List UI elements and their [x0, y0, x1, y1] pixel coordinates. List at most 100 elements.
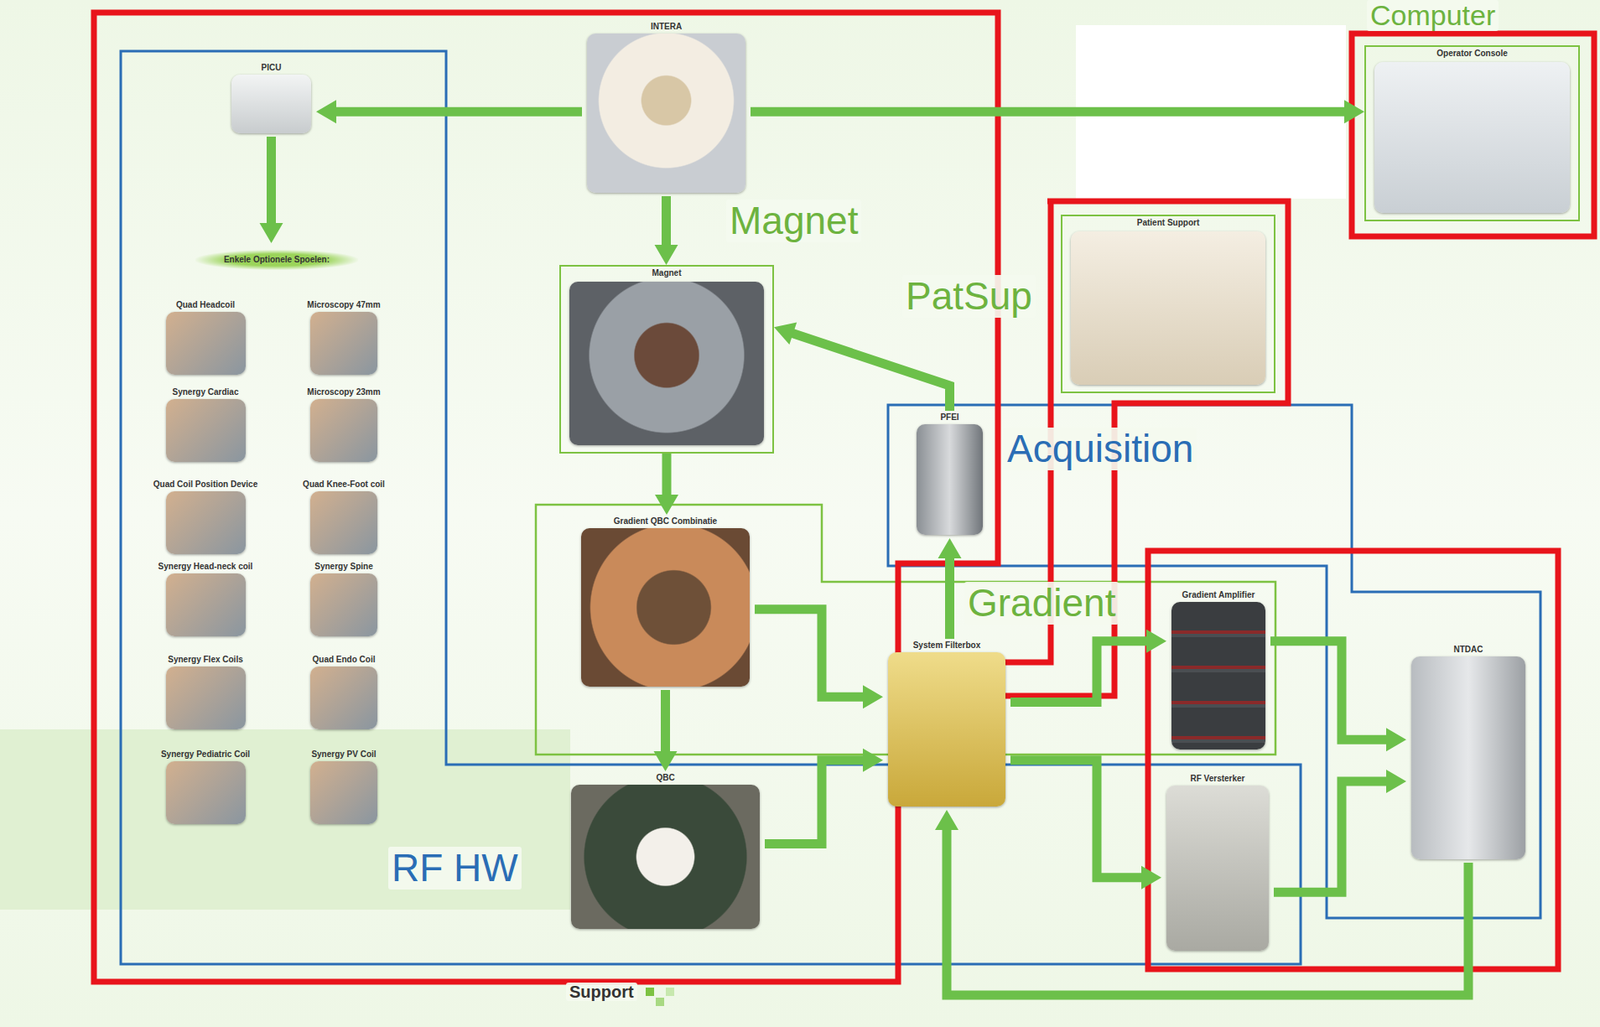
- device-photo: [1166, 785, 1269, 951]
- node-caption: System Filterbox: [913, 638, 982, 651]
- node-caption: PFEI: [940, 410, 959, 423]
- device-photo: [310, 761, 378, 825]
- pfei-cabinet: PFEI: [911, 410, 988, 539]
- red-group-outline: [1351, 33, 1595, 237]
- arrow-head: [654, 494, 679, 515]
- flow-arrow: [1010, 629, 1167, 703]
- device-photo: [581, 528, 750, 687]
- node-caption: QBC: [655, 771, 675, 784]
- device-photo: [569, 281, 764, 446]
- node-caption: RF Versterker: [1189, 772, 1245, 785]
- arrow-head: [259, 223, 284, 244]
- node-caption: Quad Headcoil: [176, 298, 235, 311]
- arrow-head: [774, 322, 797, 346]
- support-pattern: [655, 997, 665, 1007]
- device-photo: [1171, 602, 1266, 750]
- node-caption: PICU: [261, 61, 282, 73]
- device-photo: [166, 573, 246, 637]
- arrow-line: [662, 453, 672, 499]
- node-caption: Quad Coil Position Device: [153, 477, 258, 490]
- coil-tile: Quad Headcoil: [146, 298, 265, 379]
- node-caption: Synergy Cardiac: [172, 385, 239, 398]
- arrow-head: [935, 810, 959, 831]
- group-label: Gradient: [964, 581, 1119, 625]
- coil-tile: Synergy Head-neck coil: [146, 560, 265, 640]
- arrow-line: [1010, 760, 1145, 878]
- group-label: RF HW: [388, 846, 522, 890]
- coil-tile: Microscopy 47mm: [285, 298, 403, 379]
- arrow-line: [789, 332, 951, 411]
- arrow-line: [332, 107, 582, 117]
- arrow-line: [1010, 641, 1150, 703]
- flow-arrow: [764, 748, 884, 845]
- support-pattern: [665, 987, 675, 997]
- node-caption: Synergy Spine: [314, 560, 373, 572]
- scanner-unit: INTERA: [581, 20, 751, 197]
- group-heading: Enkele Optionele Spoelen:: [195, 249, 359, 271]
- arrow-line: [750, 107, 1348, 117]
- flow-arrow: [654, 453, 679, 515]
- arrow-head: [1386, 727, 1407, 752]
- gradient-coil: Gradient QBC Combinatie: [576, 514, 755, 691]
- node-caption: Operator Console: [1436, 46, 1507, 59]
- device-photo: [1411, 656, 1526, 860]
- group-label: PatSup: [902, 275, 1036, 318]
- flow-arrow: [654, 690, 678, 772]
- flow-arrow: [938, 538, 962, 639]
- operator-console: Operator Console: [1364, 45, 1580, 222]
- node-caption: Magnet: [652, 266, 682, 279]
- coil-tile: Synergy Cardiac: [146, 385, 265, 466]
- arrow-line: [1273, 781, 1390, 893]
- node-caption: Synergy Pediatric Coil: [161, 748, 250, 760]
- coil-tile: Quad Knee-Foot coil: [285, 477, 403, 558]
- rf-amplifier: RF Versterker: [1161, 772, 1274, 955]
- arrow-line: [266, 136, 276, 227]
- group-label: Computer: [1366, 0, 1499, 32]
- ground-band: [0, 729, 571, 910]
- arrow-head: [1344, 99, 1365, 124]
- arrow-head: [654, 244, 679, 265]
- node-caption: Synergy PV Coil: [311, 748, 376, 760]
- flow-arrow: [774, 322, 951, 411]
- coil-tile: Microscopy 23mm: [285, 385, 403, 466]
- flow-arrow: [654, 196, 679, 265]
- arrow-head: [1386, 769, 1407, 794]
- picu-unit: PICU: [226, 61, 317, 137]
- device-photo: [166, 399, 246, 463]
- support-pattern: [645, 987, 655, 997]
- arrow-line: [661, 196, 671, 249]
- coil-tile: Quad Endo Coil: [285, 653, 403, 733]
- device-photo: [571, 784, 760, 930]
- magnet-unit: Magnet: [559, 264, 775, 454]
- arrow-line: [660, 690, 671, 755]
- arrow-line: [945, 555, 955, 639]
- device-photo: [1070, 231, 1266, 385]
- flow-arrow: [750, 99, 1365, 124]
- red-group-outline: [1148, 550, 1559, 970]
- flow-arrow: [754, 609, 884, 710]
- filterbox: System Filterbox: [883, 638, 1011, 811]
- flow-arrow: [1273, 769, 1407, 893]
- qbc-coil: QBC: [566, 771, 765, 933]
- device-photo: [166, 666, 246, 730]
- node-caption: Quad Knee-Foot coil: [302, 477, 385, 490]
- red-group-outline: [93, 12, 998, 982]
- ntdac-cabinet: NTDAC: [1406, 643, 1531, 863]
- device-photo: [1374, 62, 1570, 213]
- node-caption: Patient Support: [1137, 216, 1200, 229]
- device-photo: [916, 424, 983, 536]
- coil-group: Enkele Optionele Spoelen:Quad HeadcoilMi…: [146, 243, 407, 832]
- arrow-line: [754, 609, 867, 698]
- flow-arrow: [259, 136, 284, 244]
- node-caption: Gradient QBC Combinatie: [613, 514, 717, 527]
- group-label: Acquisition: [1003, 427, 1197, 471]
- coil-tile: Synergy PV Coil: [285, 748, 403, 828]
- coil-tile: Quad Coil Position Device: [146, 477, 265, 558]
- arrow-line: [1270, 641, 1390, 741]
- flow-arrow: [1010, 760, 1162, 890]
- device-photo: [166, 311, 246, 375]
- group-label: Magnet: [726, 199, 862, 243]
- node-caption: Synergy Flex Coils: [167, 653, 243, 665]
- arrow-head: [862, 748, 884, 773]
